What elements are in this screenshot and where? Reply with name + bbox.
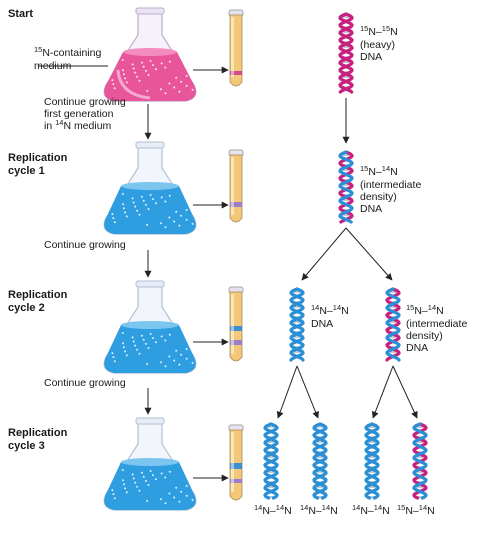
flask-cycle2: [103, 280, 197, 374]
step-continue-growing-1: Continue growing: [44, 239, 126, 251]
bottom-label-1: 14N–14N: [254, 503, 292, 517]
dna-label-light-cycle2: 14N–14N DNA: [311, 303, 349, 330]
helix-cycle3-3: [364, 422, 380, 500]
helix-light-cycle2: [289, 287, 305, 362]
tube-start: [228, 9, 244, 87]
dna-label-intermediate-cycle2: 15N–14N (intermediate density) DNA: [406, 303, 468, 354]
helix-intermediate-cycle1: [338, 150, 354, 224]
flask-cycle3: [103, 417, 197, 511]
medium-label: 15N-containing medium: [34, 45, 102, 72]
stage-start-label: Start: [8, 8, 34, 20]
helix-intermediate-cycle2: [385, 287, 401, 362]
arrow-split-left: [301, 227, 347, 281]
arrows: [38, 65, 418, 482]
flask-start: [103, 7, 197, 102]
arrow-inter-right: [392, 365, 418, 419]
helix-heavy: [338, 12, 354, 94]
arrow-inter-left: [371, 365, 394, 419]
bottom-label-4: 15N–14N: [397, 503, 435, 517]
tube-cycle3: [228, 424, 244, 501]
step-first-generation: Continue growing first generation in 14N…: [44, 96, 126, 132]
bottom-label-2: 14N–14N: [300, 503, 338, 517]
tube-cycle1: [228, 149, 244, 223]
arrow-split-right: [345, 227, 393, 281]
helix-cycle3-4: [412, 422, 428, 500]
helix-cycle3-2: [312, 422, 328, 500]
dna-label-intermediate-cycle1: 15N–14N (intermediate density) DNA: [360, 164, 422, 215]
dna-helices: [263, 12, 428, 500]
flask-bubbles: [111, 59, 194, 505]
stage-cycle2-label: Replication cycle 2: [8, 289, 68, 314]
step-continue-growing-2: Continue growing: [44, 377, 126, 389]
bottom-label-3: 14N–14N: [352, 503, 390, 517]
arrow-light-left: [276, 365, 298, 419]
stage-cycle1-label: Replication cycle 1: [8, 152, 68, 177]
stage-cycle3-label: Replication cycle 3: [8, 427, 68, 452]
tube-cycle2: [228, 286, 244, 362]
arrow-light-right: [296, 365, 319, 419]
flask-cycle1: [103, 141, 197, 235]
helix-cycle3-1: [263, 422, 279, 500]
dna-label-heavy: 15N–15N (heavy) DNA: [360, 24, 398, 63]
